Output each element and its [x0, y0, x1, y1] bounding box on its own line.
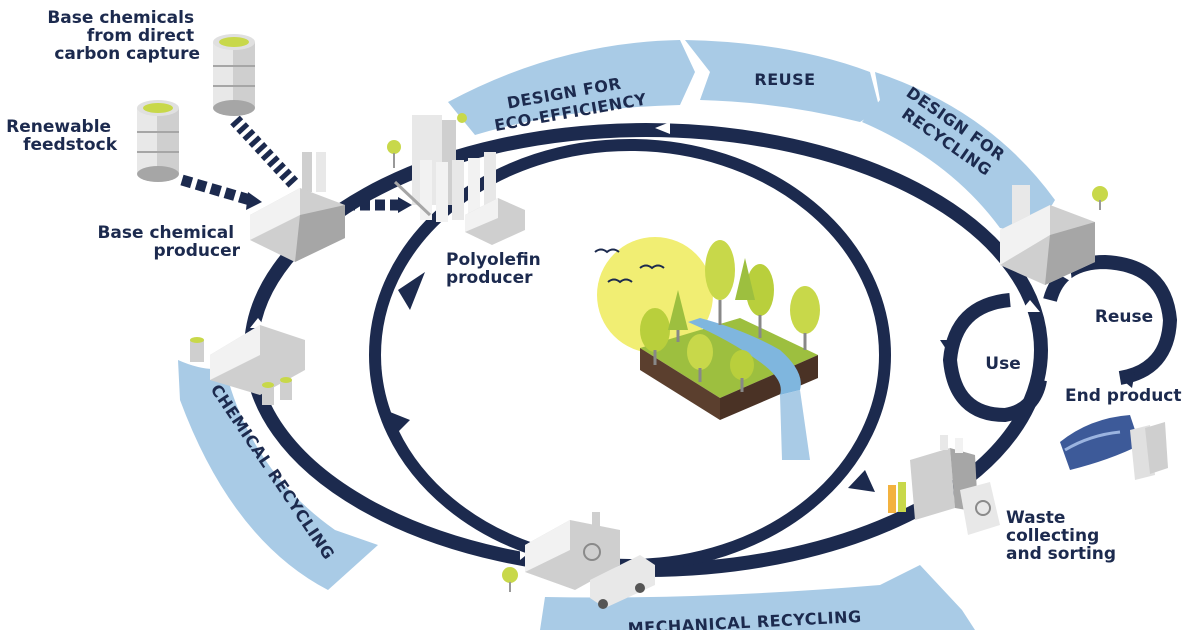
svg-text:Use: Use: [985, 354, 1020, 374]
label-waste-collecting: Waste collecting and sorting: [1006, 508, 1116, 564]
svg-text:Reuse: Reuse: [1095, 307, 1153, 327]
factory-chemical-recycling: [190, 325, 305, 405]
factory-polyolefin-producer: [387, 113, 525, 245]
waste-bins: [888, 435, 1000, 535]
band-design-for-recycling: DESIGN FOR RECYCLING: [862, 72, 1055, 229]
band-mechanical-recycling: MECHANICAL RECYCLING: [540, 565, 975, 630]
feedstock-arrows: [180, 115, 412, 213]
end-product-illustration: [1060, 415, 1168, 480]
label-renewable-feedstock: Renewable feedstock: [6, 117, 118, 155]
band-chemical-recycling: CHEMICAL RECYCLING: [178, 360, 378, 590]
label-base-chemical-producer: Base chemical producer: [97, 223, 240, 261]
central-island-illustration: [594, 237, 820, 460]
barrel-renewable-feedstock: [137, 100, 179, 182]
label-base-chemicals-dac: Base chemicals from direct carbon captur…: [47, 8, 200, 64]
factory-converter: [1000, 185, 1108, 285]
svg-text:REUSE: REUSE: [754, 70, 815, 89]
band-design-eco-efficiency: DESIGN FOR ECO-EFFICIENCY: [448, 40, 695, 135]
band-reuse: REUSE: [685, 40, 880, 122]
label-end-product: End product: [1065, 386, 1182, 406]
factory-mechanical-recycling: [502, 512, 655, 609]
factory-base-chemical-producer: [250, 152, 345, 262]
label-polyolefin-producer: Polyolefin producer: [446, 250, 547, 288]
barrel-direct-carbon-capture: [213, 34, 255, 116]
